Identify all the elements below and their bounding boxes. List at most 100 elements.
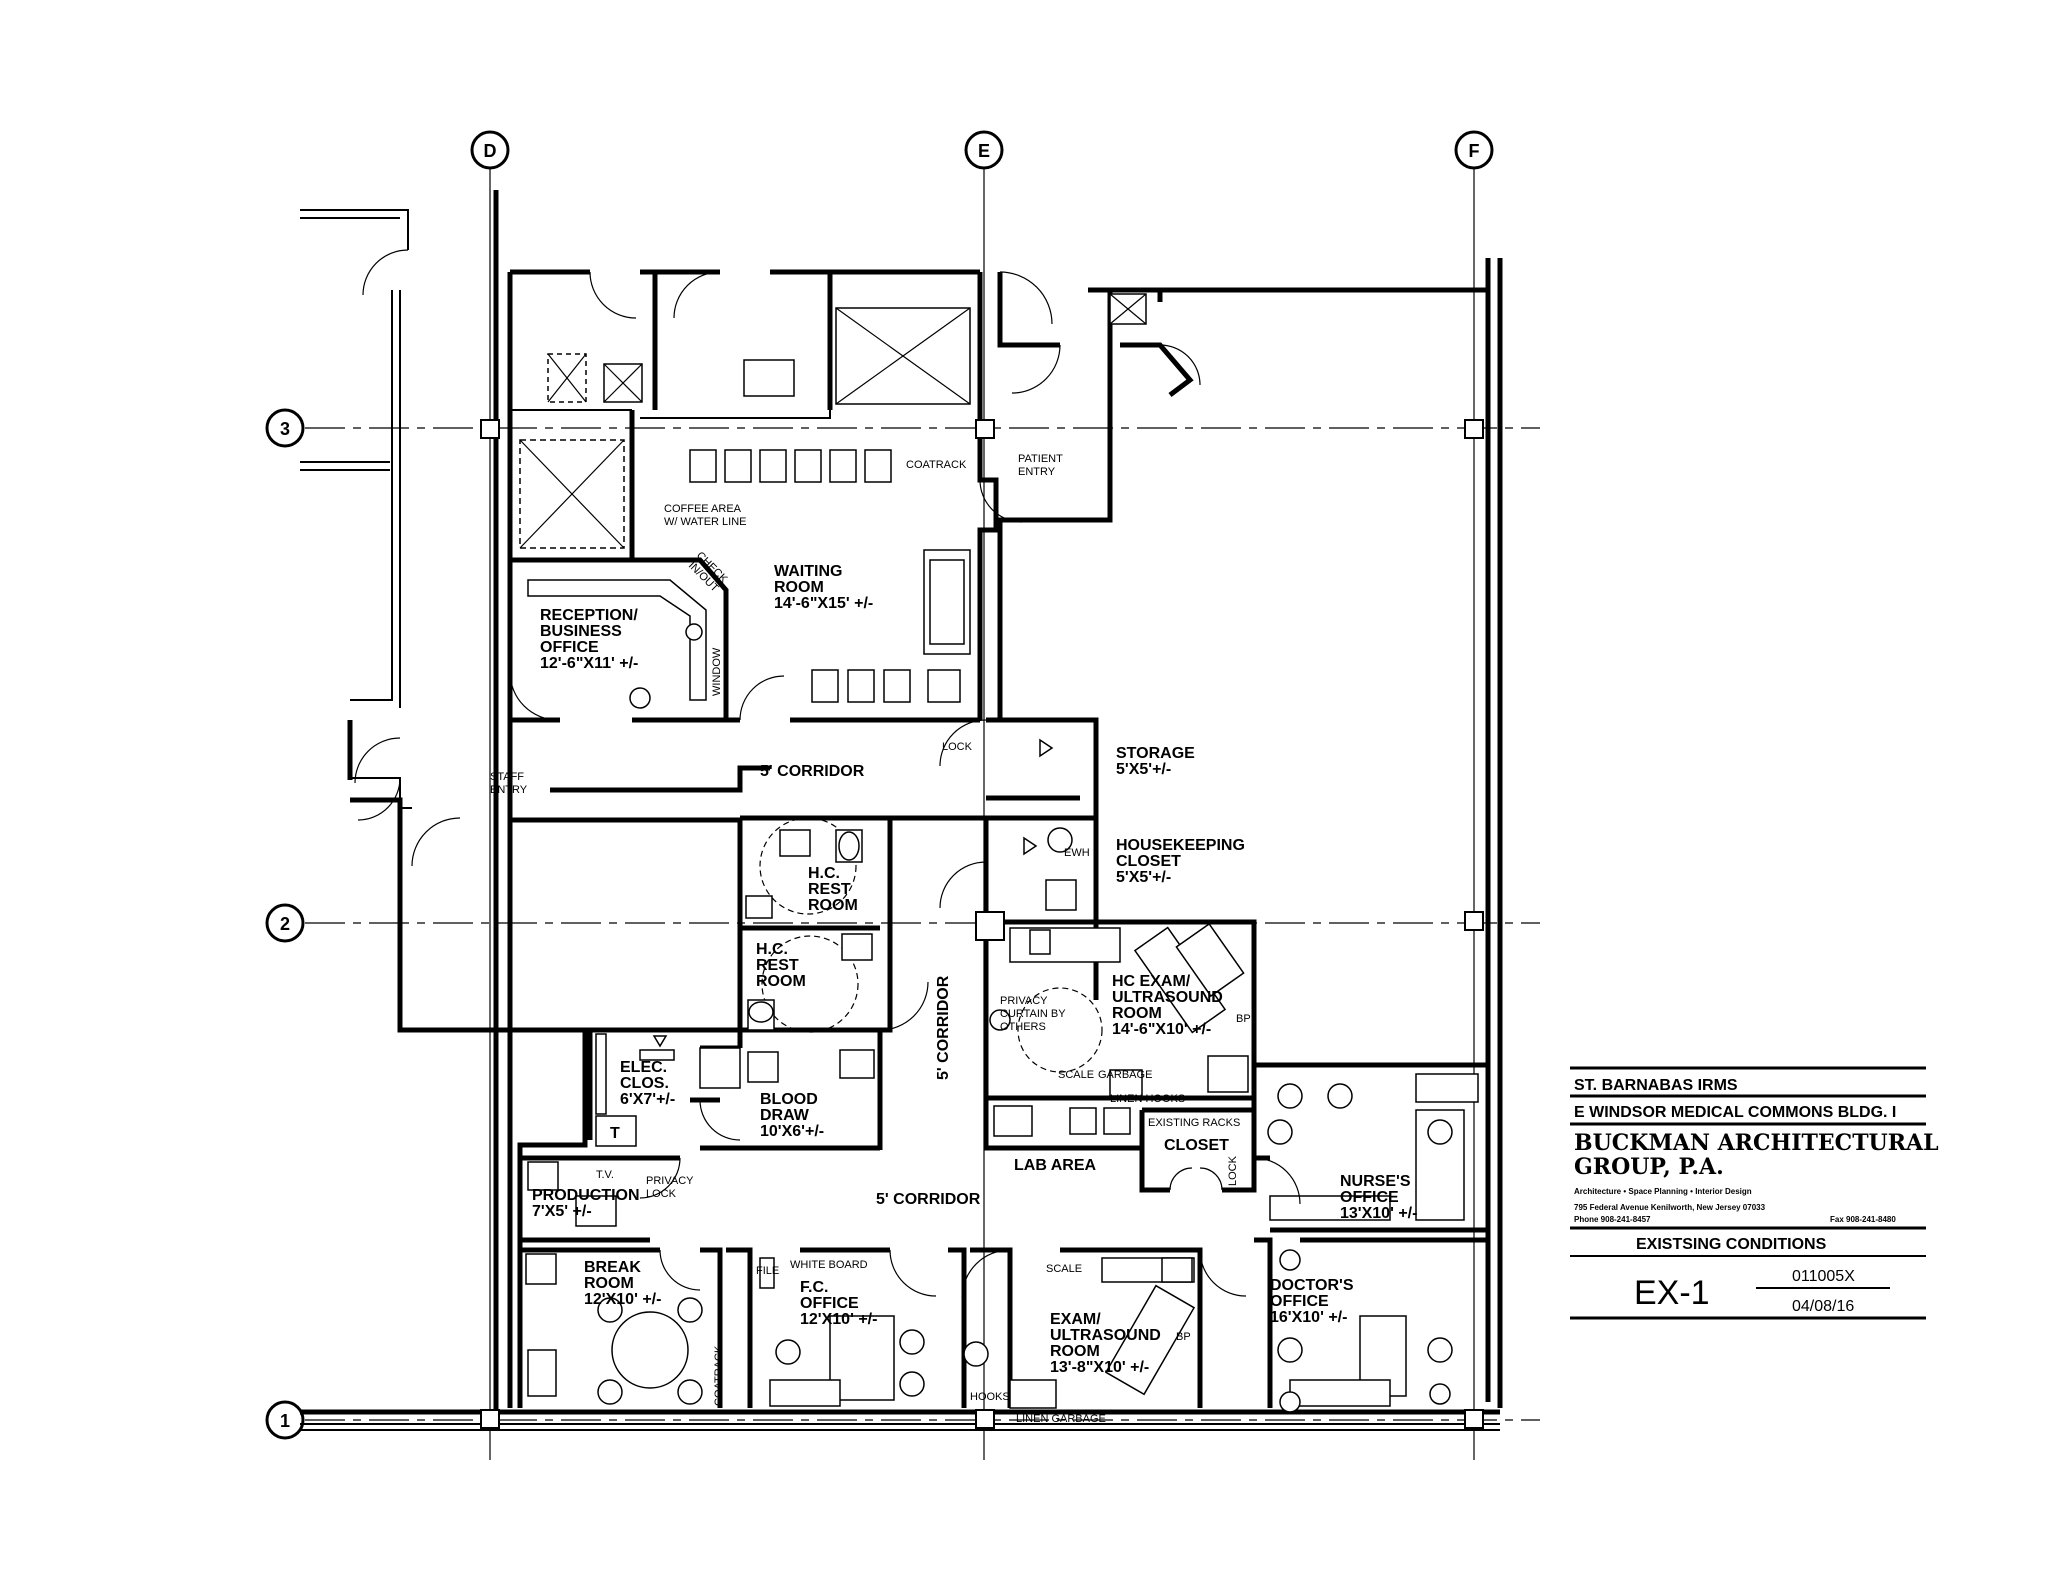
staff-entry-note-2: ENTRY <box>490 784 528 796</box>
production-size: 7'X5' +/- <box>532 1203 592 1220</box>
job-number: 011005X <box>1792 1268 1855 1285</box>
corridor-bottom-label: 5' CORRIDOR <box>876 1191 981 1208</box>
fc-office-label: F.C. <box>800 1279 828 1296</box>
grid-bubble-3: 3 <box>265 408 305 448</box>
grid-label-f: F <box>1469 141 1480 161</box>
grid-bubble-2: 2 <box>265 903 305 943</box>
tv-note: T.V. <box>596 1169 614 1181</box>
housekeeping-size: 5'X5'+/- <box>1116 869 1171 886</box>
doctor-office-label: DOCTOR'S <box>1270 1277 1354 1294</box>
corridor-top-label: 5' CORRIDOR <box>760 763 865 780</box>
privacy-curtain-note-3: OTHERS <box>1000 1021 1046 1033</box>
patient-entry-note-2: ENTRY <box>1018 466 1056 478</box>
title-block: ST. BARNABAS IRMS E WINDSOR MEDICAL COMM… <box>1570 1066 1939 1320</box>
restroom-1-label-3: ROOM <box>808 897 858 914</box>
project-name: E WINDSOR MEDICAL COMMONS BLDG. I <box>1574 1104 1896 1121</box>
exam-2-size: 13'-8"X10' +/- <box>1050 1359 1149 1376</box>
grid-bubble-d: D <box>470 130 510 170</box>
grid-bubble-1: 1 <box>265 1400 305 1440</box>
reception-label-2: BUSINESS <box>540 623 622 640</box>
doctor-office-label-2: OFFICE <box>1270 1293 1329 1310</box>
blood-draw-label-2: DRAW <box>760 1107 810 1124</box>
privacy-curtain-note-2: CURTAIN BY <box>1000 1008 1066 1020</box>
sheet-number: EX-1 <box>1634 1274 1710 1312</box>
waiting-room-label-2: ROOM <box>774 579 824 596</box>
bp-note-1: BP <box>1236 1013 1251 1025</box>
fixtures <box>519 293 1479 1413</box>
firm-fax: Fax 908-241-8480 <box>1830 1215 1896 1224</box>
grid-bubble-e: E <box>964 130 1004 170</box>
garbage-note-1: GARBAGE <box>1098 1069 1152 1081</box>
doctor-office-size: 16'X10' +/- <box>1270 1309 1347 1326</box>
fc-office-size: 12'X10' +/- <box>800 1311 877 1328</box>
existing-racks-note: EXISTING RACKS <box>1148 1117 1240 1129</box>
client-name: ST. BARNABAS IRMS <box>1574 1077 1738 1094</box>
reception-label: RECEPTION/ <box>540 607 638 624</box>
housekeeping-label-2: CLOSET <box>1116 853 1181 870</box>
lock-note-2: LOCK <box>1227 1155 1239 1186</box>
linen-garbage-note: LINEN GARBAGE <box>1016 1413 1106 1425</box>
hooks-note: HOOKS <box>970 1391 1010 1403</box>
lock-note-1: LOCK <box>942 741 973 753</box>
restroom-2-label-2: REST <box>756 957 799 974</box>
housekeeping-label: HOUSEKEEPING <box>1116 837 1245 854</box>
hc-exam-size: 14'-6"X10' +/- <box>1112 1021 1211 1038</box>
linen-hooks-note: LINEN HOOKS <box>1110 1093 1185 1105</box>
reception-label-3: OFFICE <box>540 639 599 656</box>
production-label: PRODUCTION <box>532 1187 640 1204</box>
waiting-room-size: 14'-6"X15' +/- <box>774 595 873 612</box>
elec-closet-label: ELEC. <box>620 1059 667 1076</box>
restroom-1-label-2: REST <box>808 881 851 898</box>
break-room-label-2: ROOM <box>584 1275 634 1292</box>
walls <box>300 190 1503 1431</box>
drawing-title: EXISTSING CONDITIONS <box>1636 1236 1827 1253</box>
doors <box>354 249 1301 1299</box>
break-room-size: 12'X10' +/- <box>584 1291 661 1308</box>
exam-2-label-3: ROOM <box>1050 1343 1100 1360</box>
white-board-note: WHITE BOARD <box>790 1259 868 1271</box>
coatrack-note-2: COATRACK <box>713 1345 725 1406</box>
hc-exam-label: HC EXAM/ <box>1112 973 1191 990</box>
grid-label-3: 3 <box>280 419 290 439</box>
restroom-1-label: H.C. <box>808 865 840 882</box>
storage-label: STORAGE <box>1116 745 1195 762</box>
firm-name-2: GROUP, P.A. <box>1574 1154 1724 1180</box>
storage-size: 5'X5'+/- <box>1116 761 1171 778</box>
ewh-note: EWH <box>1064 847 1090 859</box>
hc-exam-label-2: ULTRASOUND <box>1112 989 1223 1006</box>
grid-label-d: D <box>484 141 497 161</box>
nurse-office-size: 13'X10' +/- <box>1340 1205 1417 1222</box>
notes: COATRACK PATIENT ENTRY COFFEE AREA W/ WA… <box>490 453 1251 1425</box>
elec-closet-size: 6'X7'+/- <box>620 1091 675 1108</box>
hc-exam-label-3: ROOM <box>1112 1005 1162 1022</box>
corridor-vertical-label: 5' CORRIDOR <box>935 975 952 1080</box>
privacy-curtain-note: PRIVACY <box>1000 995 1048 1007</box>
coffee-area-note: COFFEE AREA <box>664 503 742 515</box>
exam-2-label: EXAM/ <box>1050 1311 1101 1328</box>
columns <box>480 419 1484 1429</box>
coatrack-note: COATRACK <box>906 459 967 471</box>
exam-2-label-2: ULTRASOUND <box>1050 1327 1161 1344</box>
window-note: WINDOW <box>711 647 723 696</box>
bp-note-2: BP <box>1176 1331 1191 1343</box>
file-note: FILE <box>756 1265 779 1277</box>
privacy-lock-note-2: LOCK <box>646 1188 677 1200</box>
waiting-room-label: WAITING <box>774 563 842 580</box>
lab-area-label: LAB AREA <box>1014 1157 1097 1174</box>
nurse-office-label: NURSE'S <box>1340 1173 1411 1190</box>
staff-entry-note: STAFF <box>490 771 524 783</box>
closet-label: CLOSET <box>1164 1137 1229 1154</box>
reception-size: 12'-6"X11' +/- <box>540 655 638 672</box>
firm-name: BUCKMAN ARCHITECTURAL <box>1574 1130 1939 1156</box>
blood-draw-label: BLOOD <box>760 1091 818 1108</box>
nurse-office-label-2: OFFICE <box>1340 1189 1399 1206</box>
grid-label-1: 1 <box>280 1411 290 1431</box>
grid-bubble-f: F <box>1454 130 1494 170</box>
scale-note-2: SCALE <box>1046 1263 1082 1275</box>
scale-note-1: SCALE <box>1058 1069 1094 1081</box>
patient-entry-note: PATIENT <box>1018 453 1063 465</box>
privacy-lock-note: PRIVACY <box>646 1175 694 1187</box>
restroom-2-label: H.C. <box>756 941 788 958</box>
firm-services: Architecture • Space Planning • Interior… <box>1574 1187 1752 1196</box>
